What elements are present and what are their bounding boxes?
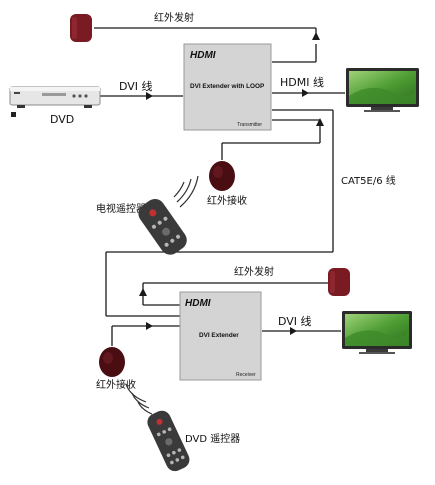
ir-emit-bottom-label: 红外发射	[234, 265, 274, 278]
transmitter-tag: Transmitter	[237, 122, 262, 128]
hdmi-cable-label: HDMI 线	[280, 75, 324, 89]
remote-control-icon	[147, 410, 190, 472]
tv-remote-label: 电视遥控器	[96, 202, 146, 215]
arrow-dvi-out	[290, 327, 297, 335]
dvd-remote-label: DVD 遥控器	[185, 432, 240, 445]
signal-waves-icon	[173, 175, 199, 208]
cat-cable-label: CAT5E/6 线	[341, 174, 396, 187]
transmitter-logo: HDMI	[190, 50, 216, 61]
arrow-ir-top	[312, 32, 320, 40]
tv-icon	[342, 311, 412, 354]
receiver-logo: HDMI	[185, 298, 211, 309]
transmitter-box: HDMI DVI Extender with LOOP Transmitter	[183, 43, 272, 131]
tv-icon	[346, 68, 419, 112]
ir-emitter-icon	[70, 14, 92, 42]
transmitter-title: DVI Extender with LOOP	[190, 83, 265, 90]
arrowheads	[139, 32, 324, 335]
ir-emit-top-label: 红外发射	[154, 11, 194, 24]
receiver-tag: Receiver	[236, 372, 256, 378]
arrow-ir-recv-top	[316, 118, 324, 126]
dvi-cable-in-label: DVI 线	[119, 79, 153, 93]
arrow-ir-bottom	[139, 288, 147, 296]
ir-receiver-icon	[209, 161, 235, 191]
receiver-box: HDMI DVI Extender Receiver	[179, 291, 262, 381]
dvd-player-icon	[9, 86, 101, 117]
ir-recv-top-label: 红外接收	[207, 194, 247, 207]
signal-waves-icon	[125, 383, 153, 415]
ir-emitter-icon	[328, 268, 350, 296]
arrow-dvi-in	[146, 92, 153, 100]
dvi-cable-out-label: DVI 线	[278, 314, 312, 328]
remote-control-icon	[138, 198, 187, 255]
dvd-label: DVD	[50, 113, 74, 126]
arrow-ir-recv-bottom	[146, 322, 153, 330]
ir-receiver-icon	[99, 347, 125, 377]
arrow-hdmi-out	[302, 89, 309, 97]
ir-recv-bottom-label: 红外接收	[96, 378, 136, 391]
receiver-title: DVI Extender	[199, 332, 239, 339]
